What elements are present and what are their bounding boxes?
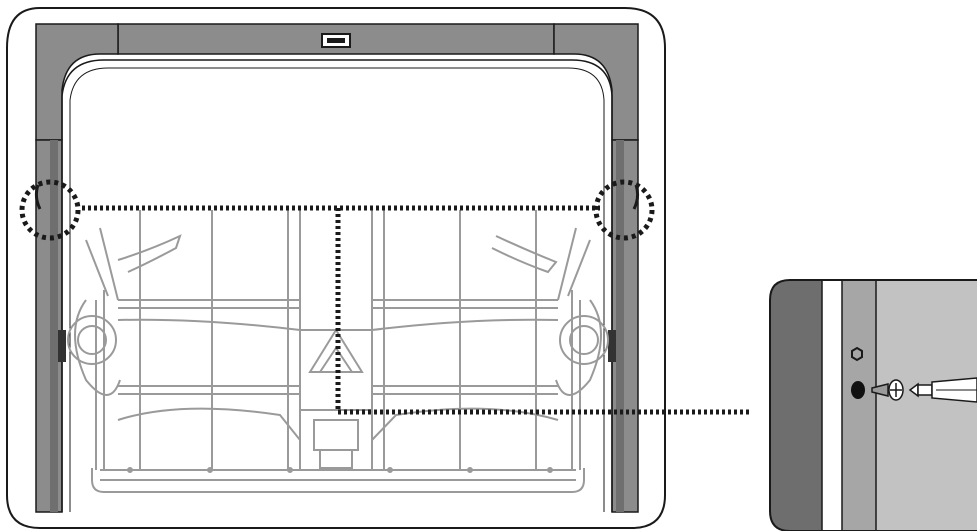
screwdriver-icon: [908, 377, 977, 403]
dotted-indicators: [82, 205, 752, 415]
highlight-circle-left: [19, 179, 81, 241]
screw-hole: [851, 381, 865, 399]
frame-side-right: [611, 139, 639, 513]
dish-rack: [67, 210, 609, 493]
callout-inset: [769, 279, 977, 531]
clip-icon: [321, 33, 351, 48]
hex-nut-icon: [851, 346, 863, 362]
tub-frame: [34, 23, 640, 513]
frame-side-left: [35, 139, 63, 513]
tub-opening: [61, 59, 613, 512]
highlight-circle-right: [593, 179, 655, 241]
screw-icon: [871, 379, 904, 401]
